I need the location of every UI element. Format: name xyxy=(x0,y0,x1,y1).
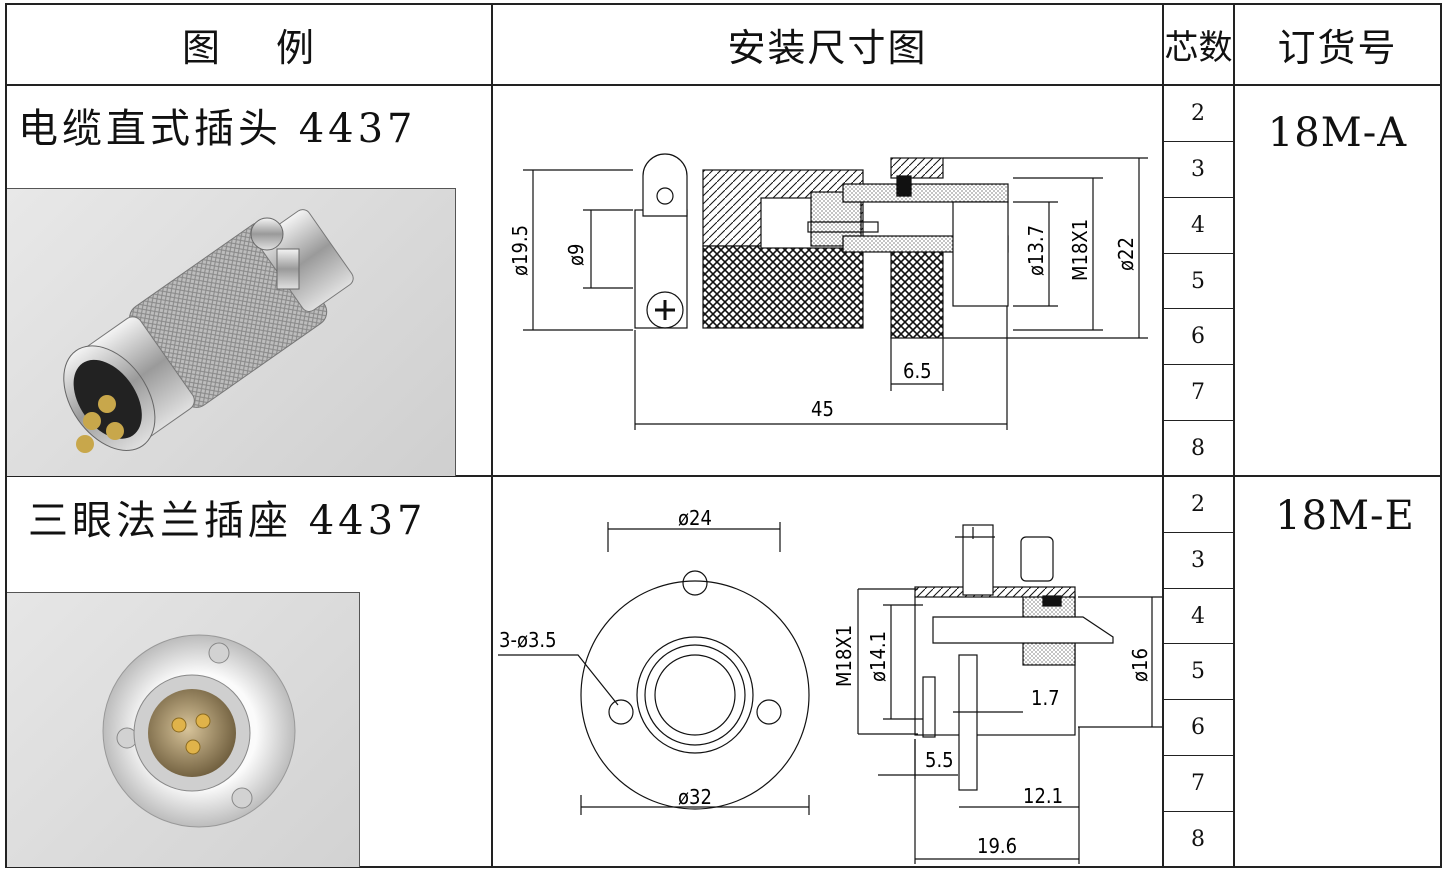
dim-d16: ø16 xyxy=(1128,648,1152,682)
grid-line xyxy=(1440,3,1442,868)
core-count: 3 xyxy=(1191,157,1205,182)
row2-order-code: 18M-E xyxy=(1275,493,1415,539)
grid-line xyxy=(1163,141,1234,142)
grid-line xyxy=(5,475,1442,477)
core-count: 8 xyxy=(1191,435,1205,461)
grid-line xyxy=(1163,308,1234,309)
grid-line xyxy=(1163,364,1234,365)
dim-d24: ø24 xyxy=(678,506,712,530)
dim-holes: 3-ø3.5 xyxy=(499,628,557,652)
header-core-count: 芯数 xyxy=(1164,28,1233,68)
core-count: 4 xyxy=(1191,603,1205,629)
core-count: 6 xyxy=(1191,324,1205,349)
grid-line xyxy=(1163,811,1234,812)
row2-title: 三眼法兰插座 4437 xyxy=(28,498,427,544)
dim-d32: ø32 xyxy=(678,785,712,809)
core-count: 8 xyxy=(1191,826,1205,852)
grid-line xyxy=(1233,3,1235,868)
grid-line xyxy=(1162,3,1164,868)
row1-order-code: 18M-A xyxy=(1267,110,1408,156)
flange-install-drawing: ø24 3-ø3.5 ø32 M18X1 ø14.1 ø16 1.7 5.5 1… xyxy=(498,506,1162,864)
grid-line xyxy=(1163,755,1234,756)
core-count: 5 xyxy=(1191,659,1205,684)
grid-line xyxy=(5,3,7,868)
core-count: 4 xyxy=(1191,213,1205,238)
plug-install-drawing: ø19.5 ø9 ø13.7 M18X1 ø22 6.5 45 xyxy=(508,153,1148,430)
core-count: 7 xyxy=(1191,380,1205,405)
grid-line xyxy=(1163,699,1234,700)
header-order-number: 订货号 xyxy=(1277,26,1398,70)
dim-1-7: 1.7 xyxy=(1031,686,1060,710)
dim-d19-5: ø19.5 xyxy=(508,225,532,276)
grid-line xyxy=(5,3,1442,5)
dim-19-6: 19.6 xyxy=(977,834,1017,858)
grid-line xyxy=(1163,588,1234,589)
dim-6-5: 6.5 xyxy=(903,359,932,383)
grid-line xyxy=(491,3,493,868)
dim-d14-1: ø14.1 xyxy=(866,631,890,682)
grid-line xyxy=(1163,643,1234,644)
grid-line xyxy=(5,84,1442,86)
core-count: 3 xyxy=(1191,548,1205,573)
dim-d9: ø9 xyxy=(564,244,588,266)
header-legend: 图 例 xyxy=(181,26,317,70)
grid-line xyxy=(1163,420,1234,421)
grid-line xyxy=(1163,253,1234,254)
dim-12-1: 12.1 xyxy=(1023,784,1063,808)
dim-m18: M18X1 xyxy=(1068,219,1092,281)
core-count: 7 xyxy=(1191,771,1205,796)
core-count: 2 xyxy=(1191,492,1205,517)
plug-photo xyxy=(7,188,456,476)
grid-line xyxy=(5,866,1442,868)
flange-socket-photo xyxy=(7,592,360,867)
dim-d13-7: ø13.7 xyxy=(1024,225,1048,276)
core-count: 6 xyxy=(1191,715,1205,740)
row1-title: 电缆直式插头 4437 xyxy=(18,106,417,152)
dim-45: 45 xyxy=(811,397,834,421)
grid-line xyxy=(1163,532,1234,533)
core-count: 5 xyxy=(1191,268,1205,294)
core-count: 2 xyxy=(1191,101,1205,126)
header-install-drawing: 安装尺寸图 xyxy=(727,26,928,70)
dim-5-5: 5.5 xyxy=(925,748,954,772)
dim-d22: ø22 xyxy=(1114,237,1138,271)
dim-m18: M18X1 xyxy=(832,625,856,687)
grid-line xyxy=(1163,197,1234,198)
